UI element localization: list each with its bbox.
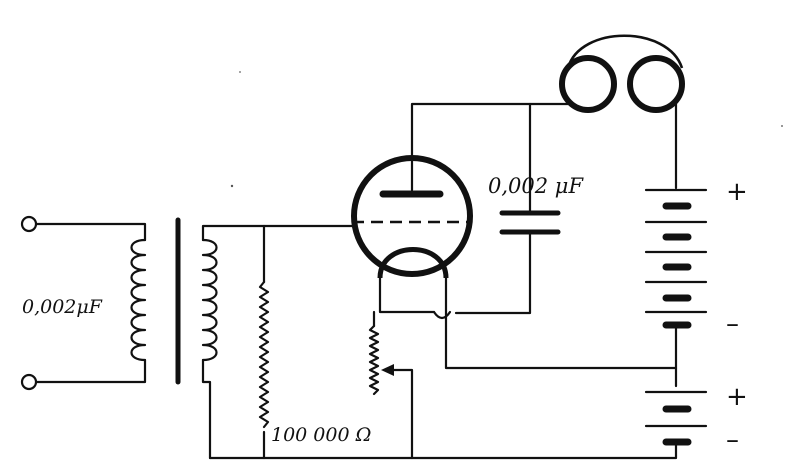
capacitor-lead-bottom bbox=[454, 230, 532, 315]
plate-battery-minus: – bbox=[726, 309, 739, 339]
earphone-right[interactable] bbox=[627, 55, 685, 113]
capacitor-label: 0,002 μF bbox=[488, 174, 584, 198]
input-terminal-bottom[interactable] bbox=[20, 373, 38, 391]
earphone-left[interactable] bbox=[559, 55, 617, 113]
transformer-capacitance-label: 0,002μF bbox=[22, 296, 103, 318]
vacuum-tube bbox=[351, 155, 473, 279]
tube-filament bbox=[377, 247, 449, 279]
filament-battery-plus: + bbox=[726, 382, 748, 412]
input-terminals bbox=[20, 215, 147, 391]
paper-speck bbox=[781, 125, 783, 127]
filament-left-lead bbox=[378, 276, 436, 314]
input-wire-bottom bbox=[34, 358, 147, 384]
input-wire-top bbox=[34, 222, 147, 242]
filament-circuit bbox=[368, 276, 678, 460]
filament-battery: + – bbox=[208, 382, 748, 460]
input-terminal-top[interactable] bbox=[20, 215, 38, 233]
bypass-capacitor: 0,002 μF bbox=[454, 102, 584, 315]
plate-battery: + – bbox=[644, 177, 748, 388]
filament-battery-minus: – bbox=[726, 425, 739, 455]
transformer: 0,002μF bbox=[22, 217, 354, 460]
rheostat-wiper-arrow[interactable] bbox=[381, 364, 394, 376]
rheostat-wiper-wire bbox=[390, 368, 414, 460]
secondary-coil bbox=[201, 238, 218, 362]
filament-crossover bbox=[432, 310, 452, 320]
headband bbox=[566, 34, 684, 69]
headphones bbox=[559, 34, 685, 113]
grid-resistor: 100 000 Ω bbox=[258, 224, 371, 460]
filament-right-lead bbox=[444, 276, 678, 370]
plate-circuit bbox=[410, 34, 685, 190]
secondary-wire-bottom bbox=[201, 358, 212, 460]
rheostat-body bbox=[368, 324, 380, 396]
plate-battery-plus: + bbox=[726, 177, 748, 207]
secondary-wire-top bbox=[201, 224, 354, 242]
primary-coil bbox=[130, 238, 147, 362]
paper-speck bbox=[230, 184, 234, 188]
grid-resistor-label: 100 000 Ω bbox=[271, 424, 371, 446]
plate-wire bbox=[410, 102, 570, 160]
grid-resistor-body bbox=[258, 280, 270, 429]
paper-speck bbox=[239, 71, 241, 73]
filament-battery-return-wire bbox=[208, 440, 678, 460]
